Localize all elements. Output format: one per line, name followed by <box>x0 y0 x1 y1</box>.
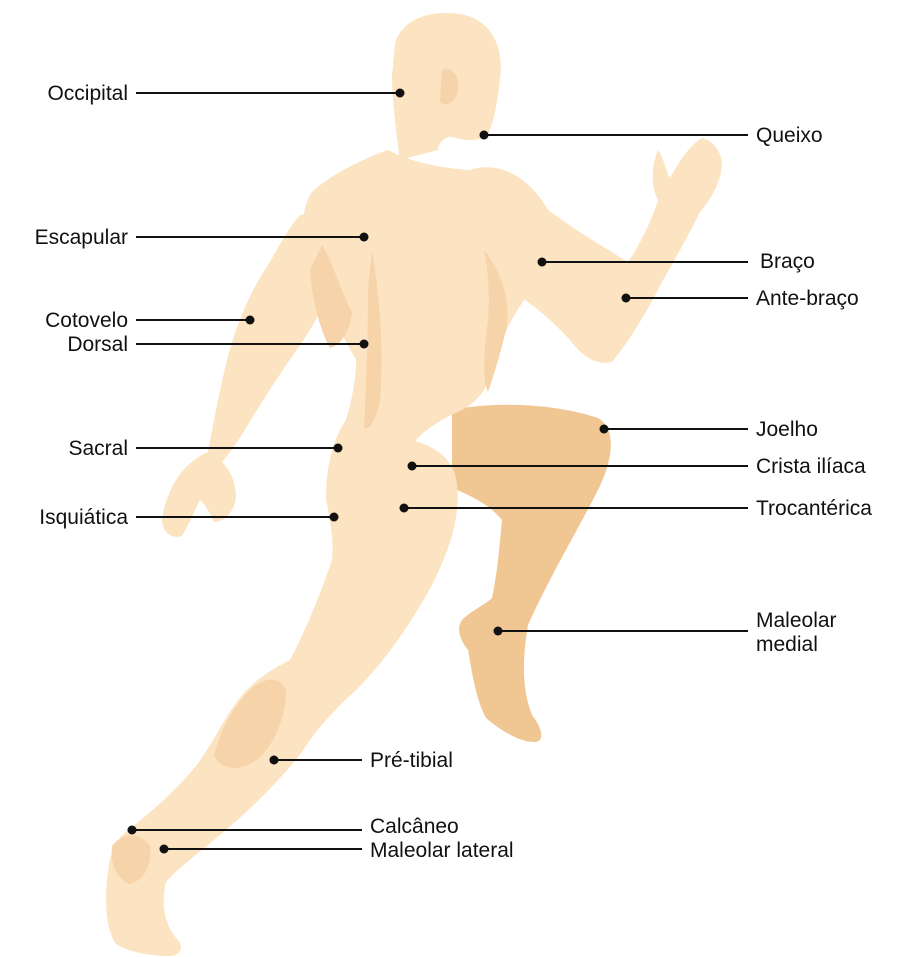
marker-dot <box>538 258 547 267</box>
marker-dot <box>408 462 417 471</box>
label-joelho: Joelho <box>756 418 818 441</box>
label-maleolar-lateral: Maleolar lateral <box>370 839 514 862</box>
label-cotovelo: Cotovelo <box>45 309 128 332</box>
marker-dot <box>480 131 489 140</box>
callout-trocanterica: Trocantérica <box>400 497 873 520</box>
callout-maleolar-lateral: Maleolar lateral <box>160 839 514 862</box>
far-leg-shape <box>452 405 611 742</box>
marker-dot <box>334 444 343 453</box>
label-ante-braco: Ante-braço <box>756 287 859 310</box>
label-escapular: Escapular <box>35 226 128 249</box>
marker-dot <box>246 316 255 325</box>
marker-dot <box>622 294 631 303</box>
label-crista-iliaca: Crista ilíaca <box>756 455 866 478</box>
back-arm-shape <box>162 214 336 537</box>
callout-cotovelo: Cotovelo <box>45 309 254 332</box>
marker-dot <box>494 627 503 636</box>
label-braco: Braço <box>760 250 815 273</box>
marker-dot <box>330 513 339 522</box>
callout-joelho: Joelho <box>600 418 818 441</box>
callout-occipital: Occipital <box>47 82 404 105</box>
marker-dot <box>600 425 609 434</box>
callout-queixo: Queixo <box>480 124 823 147</box>
marker-dot <box>360 233 369 242</box>
label-isquiatica: Isquiática <box>39 506 128 529</box>
marker-dot <box>128 826 137 835</box>
label-queixo: Queixo <box>756 124 823 147</box>
label-maleolar-medial-line2: medial <box>756 633 818 656</box>
marker-dot <box>360 340 369 349</box>
label-occipital: Occipital <box>47 82 128 105</box>
callout-dorsal: Dorsal <box>67 333 368 356</box>
callout-maleolar-medial: Maleolar medial <box>494 609 837 656</box>
label-pre-tibial: Pré-tibial <box>370 749 453 772</box>
label-trocanterica: Trocantérica <box>756 497 872 520</box>
label-sacral: Sacral <box>68 437 128 460</box>
marker-dot <box>396 89 405 98</box>
label-calcaneo: Calcâneo <box>370 815 459 838</box>
label-maleolar-medial-line1: Maleolar <box>756 609 837 632</box>
marker-dot <box>160 845 169 854</box>
marker-dot <box>270 756 279 765</box>
label-dorsal: Dorsal <box>67 333 128 356</box>
marker-dot <box>400 504 409 513</box>
